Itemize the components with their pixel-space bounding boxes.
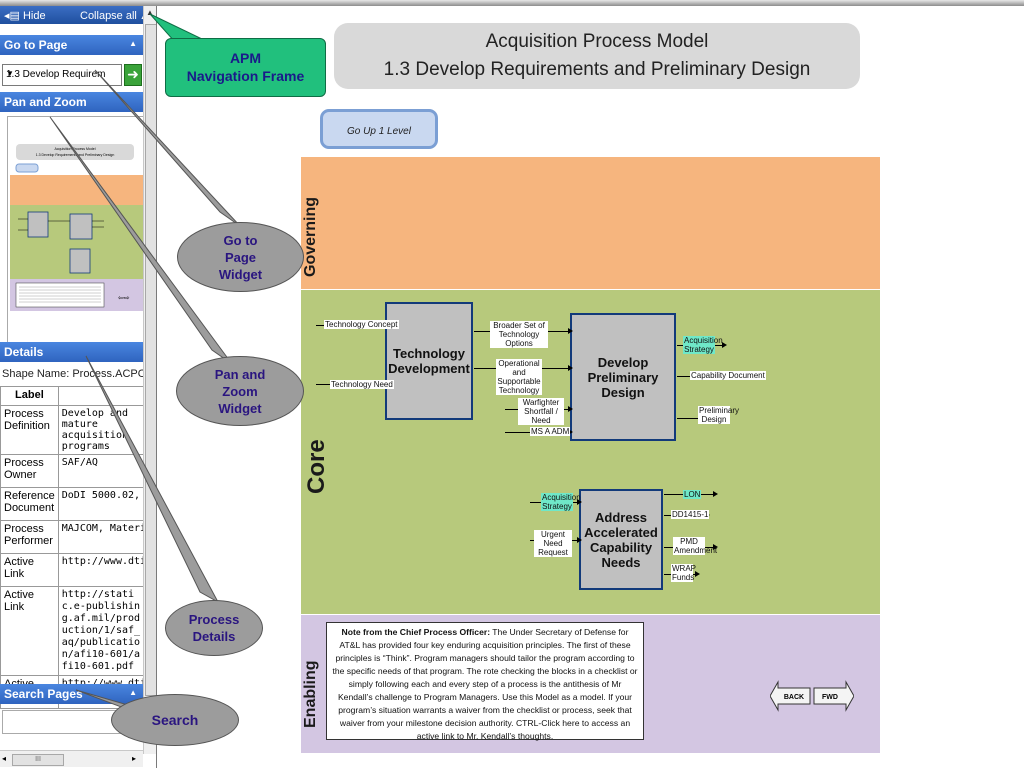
callout-text: Widget — [218, 266, 263, 282]
chevron-down-icon: ▼ — [6, 69, 14, 78]
go-to-page-title: Go to Page — [4, 38, 68, 52]
row-value: Develop and mature acquisition programs — [57, 405, 150, 455]
flow-label-warfighter-shortfall[interactable]: Warfighter Shortfall / Need — [518, 398, 564, 425]
flow-label-capability-document[interactable]: Capability Document — [690, 371, 766, 380]
row-value: DoDI 5000.02, AFI 1 — [57, 487, 150, 521]
row-label: Reference Document — [0, 487, 59, 521]
callout-text: Navigation Frame — [186, 68, 305, 84]
flow-label-dd1415[interactable]: DD1415-1 — [671, 510, 710, 519]
process-technology-development[interactable]: Technology Development — [385, 302, 473, 420]
row-label: Process Definition — [0, 405, 59, 455]
callout-apm-navigation-frame: APM Navigation Frame — [165, 38, 326, 97]
callout-text: Zoom — [222, 383, 258, 399]
process-address-accelerated-capability-needs[interactable]: Address Accelerated Capability Needs — [579, 489, 663, 590]
callout-text: Details — [192, 629, 236, 644]
flow-label-lon[interactable]: LON — [683, 490, 702, 499]
details-title: Details — [4, 345, 44, 359]
callout-text: APM — [229, 50, 262, 66]
back-label: BACK — [784, 694, 804, 701]
table-row: Active Link http://static.e-publishing.a… — [0, 586, 150, 676]
callout-process-details: Process Details — [165, 600, 263, 656]
apm-navigation-frame: ◂▤ Hide Collapse all ▲ Go to Page ▲ 1.3 … — [0, 6, 157, 768]
window-top-border — [0, 0, 1024, 6]
fwd-label: FWD — [822, 694, 838, 701]
hide-label: Hide — [22, 10, 46, 22]
callout-text: Widget — [218, 400, 262, 416]
scroll-right-icon[interactable]: ▸ — [132, 754, 137, 763]
selected-page-value: 1.3 Develop Requirements a — [6, 69, 106, 80]
arrow-right-icon: ➜ — [127, 66, 139, 82]
callout-text: Pan and — [214, 366, 266, 382]
details-header[interactable]: Details — [0, 342, 143, 362]
flow-label-preliminary-design[interactable]: Preliminary Design — [698, 406, 740, 424]
page-title-line-1: Acquisition Process Model — [485, 31, 709, 52]
pan-and-zoom-header[interactable]: Pan and Zoom — [0, 92, 143, 112]
details-table: Label Process Definition Develop and mat… — [0, 386, 150, 709]
note-lead: Note from the Chief Process Officer: — [341, 627, 491, 637]
collapse-all-label: Collapse all — [80, 10, 137, 22]
chevron-up-icon: ▲ — [129, 39, 137, 48]
thumb-title-1: Acquisition Process Model — [54, 147, 95, 151]
callout-text: Process — [188, 612, 240, 627]
callout-go-to-page-widget: Go to Page Widget — [177, 222, 304, 292]
table-header-row: Label — [0, 386, 150, 406]
go-to-page-header[interactable]: Go to Page ▲ — [0, 35, 143, 55]
chevron-up-icon: ▲ — [129, 688, 137, 697]
scroll-left-icon[interactable]: ◂ — [2, 754, 7, 763]
search-pages-title: Search Pages — [4, 687, 83, 701]
active-link[interactable]: http://www.dtic.mil/v — [57, 553, 150, 587]
flow-label-technology-concept[interactable]: Technology Concept — [324, 320, 399, 329]
row-value: MAJCOM, Materiel En — [57, 520, 150, 554]
page-title: Acquisition Process Model 1.3 Develop Re… — [334, 23, 860, 89]
process-develop-preliminary-design[interactable]: Develop Preliminary Design — [570, 313, 676, 441]
fwd-button[interactable]: FWD — [812, 680, 854, 712]
page-select[interactable]: 1.3 Develop Requirements a ▼ — [2, 64, 122, 86]
flow-label-ms-a-adm[interactable]: MS A ADM — [530, 427, 571, 436]
shape-name: Shape Name: Process.ACPO.5 — [2, 368, 156, 380]
flow-label-broader-set[interactable]: Broader Set of Technology Options — [490, 321, 548, 348]
note-body: The Under Secretary of Defense for AT&L … — [332, 627, 638, 741]
flow-label-acquisition-strategy-out[interactable]: Acquisition Strategy — [683, 336, 723, 354]
callout-text: Go to — [223, 232, 258, 248]
page-thumbnail: Acquisition Process Model 1.3 Develop Re… — [10, 144, 144, 311]
row-value: SAF/AQ — [57, 454, 150, 488]
flow-label-wrap-funds[interactable]: WRAP Funds — [671, 564, 696, 582]
go-up-level-button[interactable]: Go Up 1 Level — [320, 109, 438, 149]
thumb-title-2: 1.3 Develop Requirements and Preliminary… — [36, 153, 115, 157]
go-to-page-button[interactable]: ➜ — [124, 64, 142, 86]
callout-text: Search — [151, 711, 199, 728]
flow-label-technology-need[interactable]: Technology Need — [330, 380, 394, 389]
sidebar-horizontal-scrollbar[interactable]: ◂ III ▸ — [0, 750, 143, 767]
scrollbar-thumb[interactable]: III — [12, 754, 64, 766]
active-link[interactable]: http://static.e-publishing.af.mil/produc… — [57, 586, 150, 676]
sidebar-vertical-scrollbar[interactable]: ▲ — [143, 6, 156, 754]
callout-pan-zoom-widget: Pan and Zoom Widget — [176, 356, 304, 426]
callout-text: Page — [224, 249, 257, 265]
governing-band — [301, 157, 880, 289]
chief-process-officer-note[interactable]: Note from the Chief Process Officer: The… — [326, 622, 644, 741]
flow-label-urgent-need-request[interactable]: Urgent Need Request — [534, 530, 572, 557]
pan-zoom-viewport[interactable]: Acquisition Process Model 1.3 Develop Re… — [7, 116, 145, 343]
flow-label-pmd-amendment[interactable]: PMD Amendment — [673, 537, 718, 555]
row-label: Active Link — [0, 586, 59, 676]
callout-search: Search — [111, 694, 239, 746]
hide-button[interactable]: ◂▤ Hide — [4, 9, 46, 22]
page-title-line-2: 1.3 Develop Requirements and Preliminary… — [383, 59, 811, 80]
table-row: Process Definition Develop and mature ac… — [0, 405, 150, 455]
flow-label-operational-supportable[interactable]: Operational and Supportable Technology — [496, 359, 542, 395]
flow-label-acquisition-strategy-in[interactable]: Acquisition Strategy — [541, 493, 581, 511]
table-row: Active Link http://www.dtic.mil/v — [0, 553, 150, 587]
table-row: Reference Document DoDI 5000.02, AFI 1 — [0, 487, 150, 521]
back-button[interactable]: BACK — [770, 680, 812, 712]
pan-and-zoom-title: Pan and Zoom — [4, 95, 87, 109]
svg-text:⇦⇨: ⇦⇨ — [118, 294, 130, 302]
scroll-up-icon[interactable]: ▲ — [146, 8, 154, 17]
sidebar-toolbar: ◂▤ Hide Collapse all ▲ — [0, 6, 147, 24]
panel-toggle-icon: ◂▤ — [4, 10, 20, 22]
